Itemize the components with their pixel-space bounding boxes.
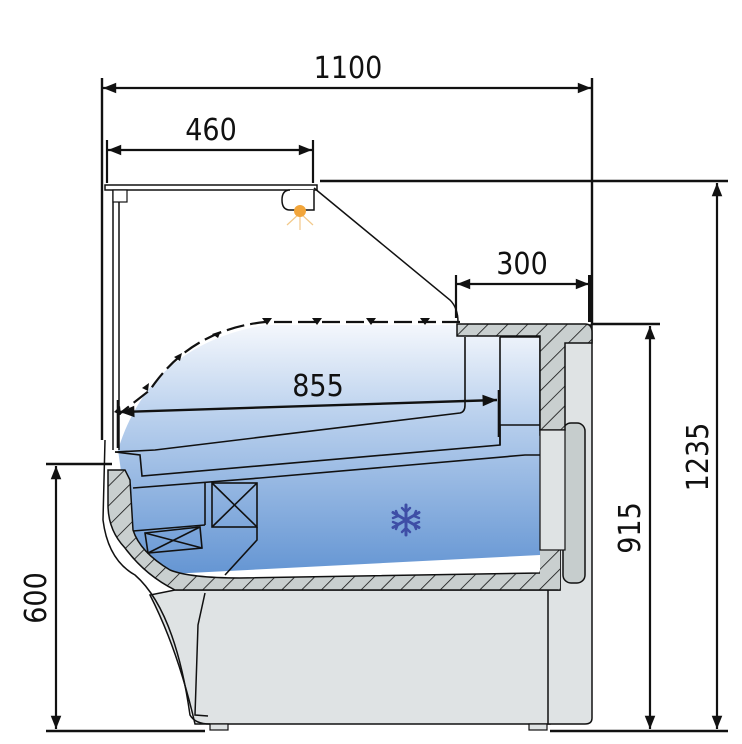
dimension-label-rear-worktop: 300 bbox=[496, 247, 548, 282]
dimension-label-overall-depth: 1100 bbox=[314, 51, 383, 86]
dimension-label-display-depth: 855 bbox=[292, 369, 344, 404]
snowflake-icon bbox=[391, 503, 421, 537]
cabinet-body bbox=[102, 324, 593, 731]
dimension-label-worktop-height: 915 bbox=[613, 502, 648, 554]
refrigerated-display-well bbox=[118, 325, 540, 575]
dimension-lines bbox=[46, 78, 728, 733]
internal-structure bbox=[114, 336, 540, 576]
dimension-label-front-height: 600 bbox=[19, 572, 54, 624]
dimension-label-overall-height: 1235 bbox=[681, 423, 716, 492]
dimension-label-canopy-depth: 460 bbox=[185, 113, 237, 148]
airflow-curtain bbox=[114, 318, 460, 416]
light-bulb-icon bbox=[286, 205, 314, 230]
